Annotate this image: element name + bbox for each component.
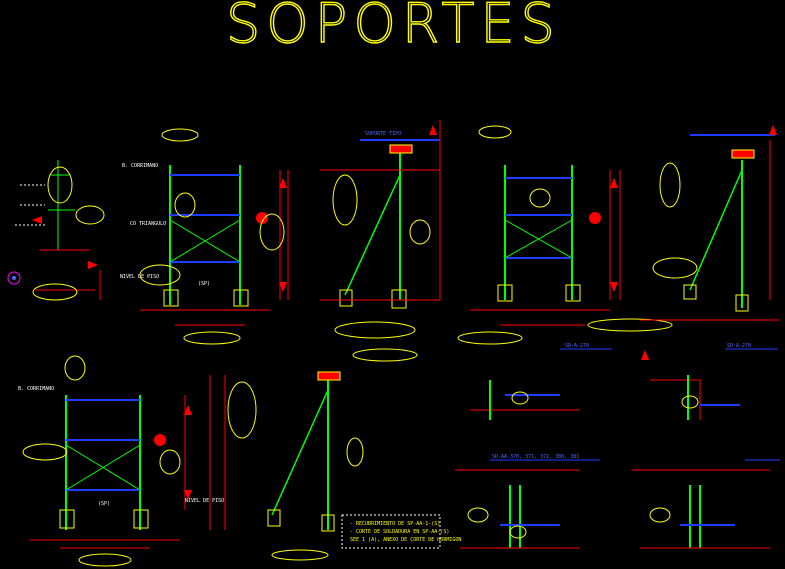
svg-text:- CORTE DE SOLDADURA EN SP-AA-: - CORTE DE SOLDADURA EN SP-AA-(S) xyxy=(350,529,449,535)
svg-text:B. CORRIMANO: B. CORRIMANO xyxy=(122,163,158,169)
frame-elevation-2: SD-A-270 xyxy=(457,125,621,350)
detail-left-small xyxy=(7,160,105,301)
svg-text:NIVEL DE PISO: NIVEL DE PISO xyxy=(120,274,159,280)
svg-text:- RECUBRIMIENTO DE SP-AA-1-(S): - RECUBRIMIENTO DE SP-AA-1-(S) xyxy=(350,521,440,527)
connection-detail-1: SD-AA-370, 371, 372, 380, 381 xyxy=(470,380,600,461)
drawing-title: SOPORTES xyxy=(226,0,561,55)
svg-text:B. CORRIMANO: B. CORRIMANO xyxy=(18,386,54,392)
dimension-arrows xyxy=(32,125,777,500)
inclined-support-3: - RECUBRIMIENTO DE SP-AA-1-(S) - CORTE D… xyxy=(209,371,461,561)
svg-text:SEE 1 (A), ANEXO DE CORTE DE H: SEE 1 (A), ANEXO DE CORTE DE HORMIGON xyxy=(350,537,461,543)
svg-text:SD-A-270: SD-A-270 xyxy=(727,343,751,349)
svg-text:SD-AA-370, 371, 372, 380, 381: SD-AA-370, 371, 372, 380, 381 xyxy=(492,454,579,460)
svg-text:CO TRIANGULO: CO TRIANGULO xyxy=(130,221,166,227)
svg-text:NIVEL DE PISO: NIVEL DE PISO xyxy=(185,498,224,504)
inclined-support-2: SD-A-270 xyxy=(587,134,780,350)
svg-text:(SP): (SP) xyxy=(198,281,210,287)
svg-text:SD-A-270: SD-A-270 xyxy=(565,343,589,349)
svg-text:SOPORTE TIPO: SOPORTE TIPO xyxy=(365,131,401,137)
connection-detail-4 xyxy=(632,469,770,549)
inclined-support-1: SOPORTE TIPO xyxy=(320,120,441,362)
frame-elevation-3: (SP) B. CORRIMANO NIVEL DE PISO xyxy=(18,355,224,567)
connection-detail-2 xyxy=(650,375,780,461)
connection-detail-3 xyxy=(455,469,580,549)
svg-text:(SP): (SP) xyxy=(98,501,110,507)
frame-elevation-1: (SP) B. CORRIMANO CO TRIANGULO NIVEL DE … xyxy=(120,128,289,345)
